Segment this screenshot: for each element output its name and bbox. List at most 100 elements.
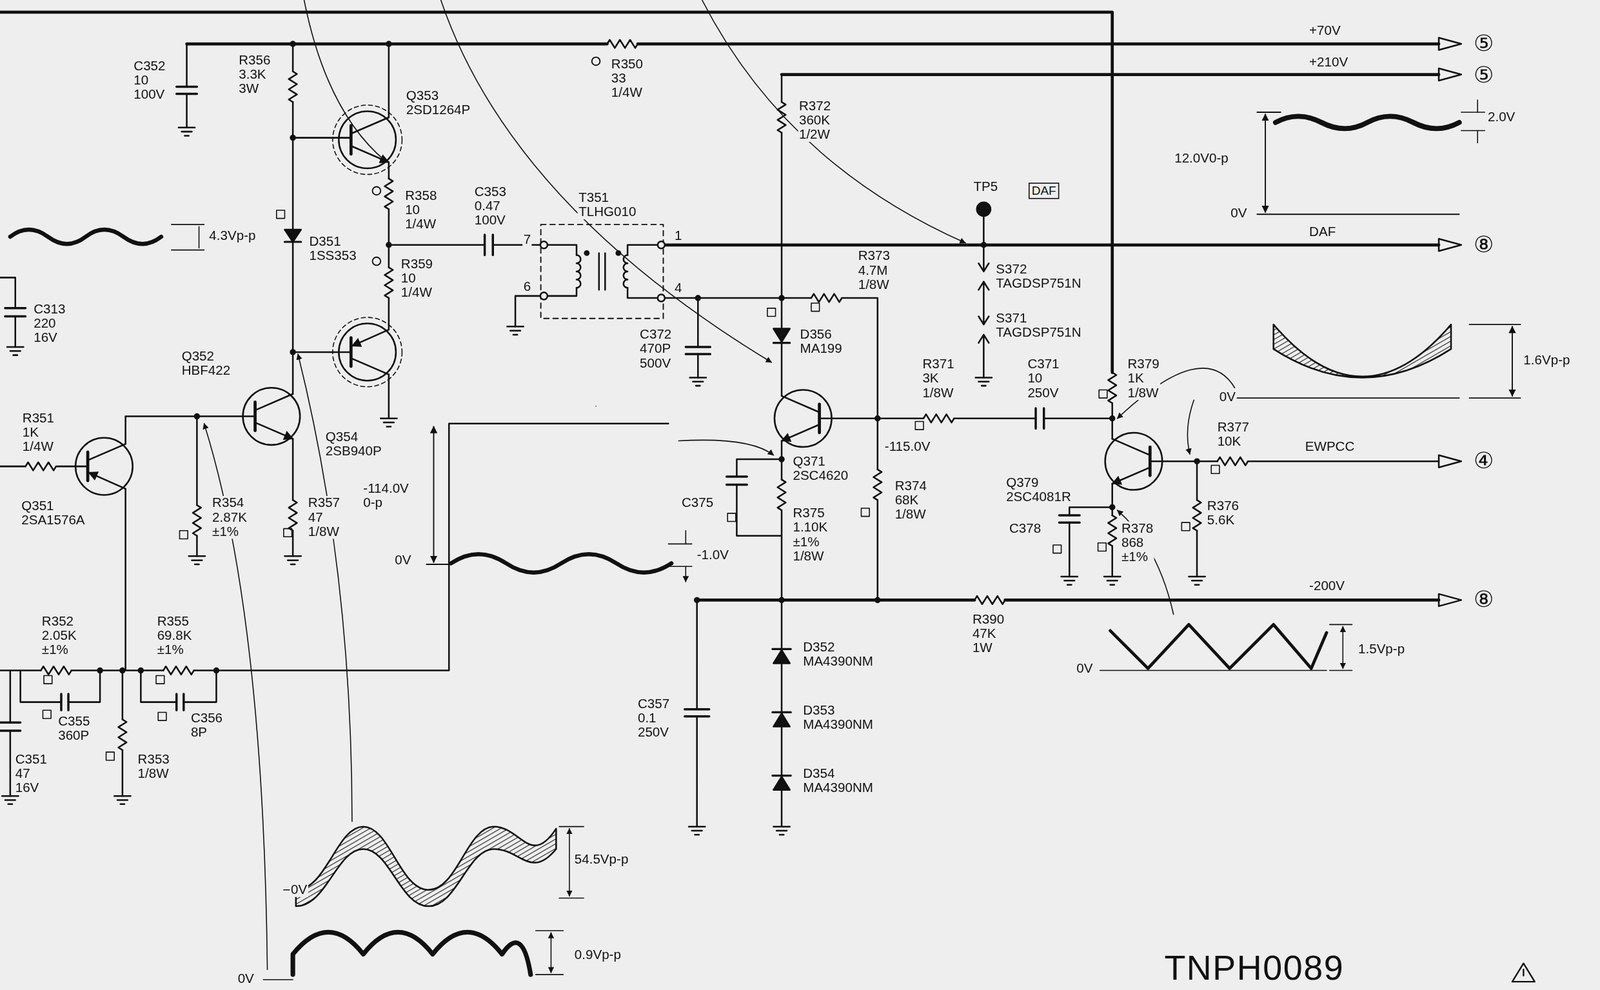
junction-dot — [138, 667, 144, 674]
signal-label: 1 — [673, 228, 683, 243]
dimension-arrow — [550, 932, 553, 973]
signal-label: -1.0V — [695, 548, 730, 563]
transistor-lead — [255, 422, 294, 439]
waveform-trace — [1110, 624, 1327, 669]
junction-dot — [1109, 415, 1116, 422]
junction-dot — [874, 415, 881, 422]
diode-bar — [284, 241, 791, 776]
signal-label: DAF — [1308, 224, 1337, 239]
component-label: Q354 2SB940P — [324, 429, 383, 458]
junction-dot — [289, 134, 296, 141]
drawing-number: TNPH0089 — [1163, 949, 1346, 987]
junction-dot — [289, 40, 296, 47]
pin-circle — [657, 241, 665, 249]
waveform-trace — [1275, 116, 1460, 129]
dimension-line — [1461, 112, 1485, 131]
dimension-line — [1256, 112, 1459, 215]
component-label: Q371 2SC4620 — [791, 454, 850, 483]
component-label: D352 MA4390NM — [802, 639, 875, 669]
junction-dot — [980, 241, 987, 248]
resistor-symbol — [25, 39, 1249, 751]
transformer-symbol — [540, 224, 665, 319]
component-label: Q352 HBF422 — [180, 348, 232, 378]
component-label: C356 8P — [189, 711, 224, 740]
pin-circle — [657, 294, 665, 302]
junction-dot — [1109, 504, 1116, 511]
terminal-number: ⑧ — [1472, 587, 1495, 613]
leader-line — [1117, 510, 1174, 614]
component-label: D354 MA4390NM — [802, 766, 875, 795]
component-label: R356 3.3K 3W — [237, 52, 272, 96]
component-label: R378 868 ±1% — [1120, 521, 1154, 565]
transistor-lead — [350, 145, 389, 162]
transistor-body — [75, 437, 133, 496]
signal-label: EWPCC — [1303, 439, 1356, 455]
dimension-line — [1100, 624, 1353, 671]
signal-label: 12.0V0-p — [1173, 150, 1230, 166]
component-label: C357 0.1 250V — [636, 697, 671, 740]
waveform — [10, 99, 1521, 980]
signal-label: 0V — [1229, 206, 1248, 221]
dimension-arrow — [568, 828, 571, 896]
junction-dot — [385, 241, 392, 248]
dimension-arrow — [1342, 626, 1344, 669]
terminal-number: ⑧ — [1472, 232, 1495, 258]
signal-label: 6 — [522, 279, 533, 295]
waveform-trace — [450, 553, 672, 573]
signal-label: -200V — [1308, 578, 1346, 593]
test-point — [976, 201, 991, 217]
signal-label: 1.5Vp-p — [1356, 641, 1406, 656]
signal-label: 4.3Vp-p — [208, 228, 257, 243]
transformer-core — [599, 252, 605, 290]
transistor-base — [817, 404, 821, 433]
spark-gap-symbol — [978, 245, 989, 378]
polarity-dot — [584, 250, 589, 255]
component-label: R357 47 1/8W — [306, 495, 341, 539]
transistor-body — [338, 110, 396, 169]
component-label: -114.0V 0-p — [362, 481, 411, 511]
transistor-body — [1105, 432, 1163, 491]
junction-dot — [119, 667, 126, 674]
transformer-outline — [541, 224, 664, 319]
transistor-body — [338, 323, 396, 382]
junction-dot — [778, 455, 785, 462]
transistor-lead — [87, 443, 126, 460]
signal-label: 7 — [522, 232, 533, 247]
dimension-line — [1236, 324, 1521, 398]
component-label: D353 MA4390NM — [802, 702, 875, 732]
capacitor-symbol — [0, 86, 1080, 731]
dimension-line — [426, 563, 449, 565]
component-label: Q351 2SA1576A — [20, 499, 87, 528]
component-label: R372 360K 1/2W — [797, 98, 832, 142]
signal-label: TP5 — [972, 179, 999, 194]
component-label: C353 0.47 100V — [473, 184, 507, 228]
component-label: R371 3K 1/8W — [921, 357, 956, 400]
component-label: R358 10 1/4W — [404, 188, 438, 232]
transistor-lead — [352, 329, 389, 346]
dimension-line — [1476, 99, 1479, 143]
waveform-trace — [292, 931, 531, 975]
leader-line — [297, 354, 353, 822]
component-label: Q353 2SD1264P — [404, 88, 472, 118]
signal-label: 2.0V — [1486, 110, 1516, 125]
junction-dot — [874, 597, 881, 603]
transistor-lead — [350, 357, 389, 375]
dimension-line — [283, 826, 584, 899]
transformer-coil — [623, 255, 628, 289]
small-cross-mark — [372, 57, 601, 266]
transistor-symbol — [75, 105, 1163, 495]
junction-dot — [289, 348, 296, 355]
dimension-arrow — [685, 530, 687, 582]
component-label: S372 TAGDSP751N — [995, 262, 1083, 291]
signal-label: +70V — [1308, 23, 1343, 38]
component-label: D356 MA199 — [799, 327, 843, 356]
signal-label: 4 — [673, 280, 683, 295]
junction-dot — [1193, 457, 1200, 464]
dimension-arrow — [433, 426, 435, 562]
dimension-line — [668, 543, 692, 567]
transistor-lead — [781, 424, 820, 441]
dimension-arrow — [1511, 326, 1513, 396]
leader-line — [1187, 399, 1194, 455]
